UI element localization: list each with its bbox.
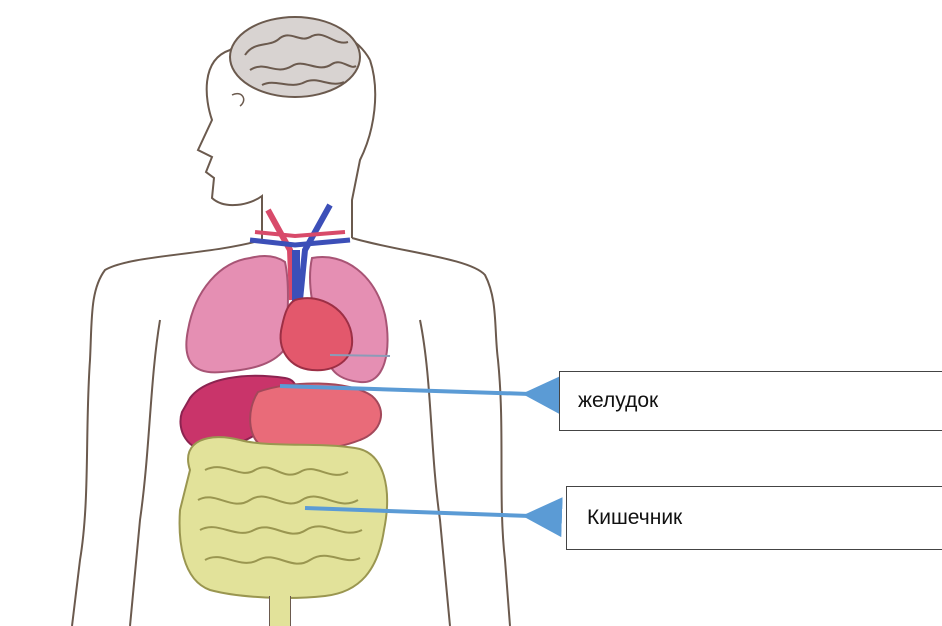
heart-pointer-line — [330, 355, 390, 356]
intestines — [180, 437, 388, 626]
left-lung — [186, 256, 288, 372]
label-intestine: Кишечник — [587, 506, 682, 530]
ear-mark — [232, 94, 244, 106]
label-stomach: желудок — [578, 389, 658, 413]
label-box-stomach: желудок — [559, 371, 942, 431]
label-box-intestine: Кишечник — [566, 486, 942, 550]
stomach-organ — [250, 383, 381, 449]
brain-icon — [230, 17, 360, 97]
